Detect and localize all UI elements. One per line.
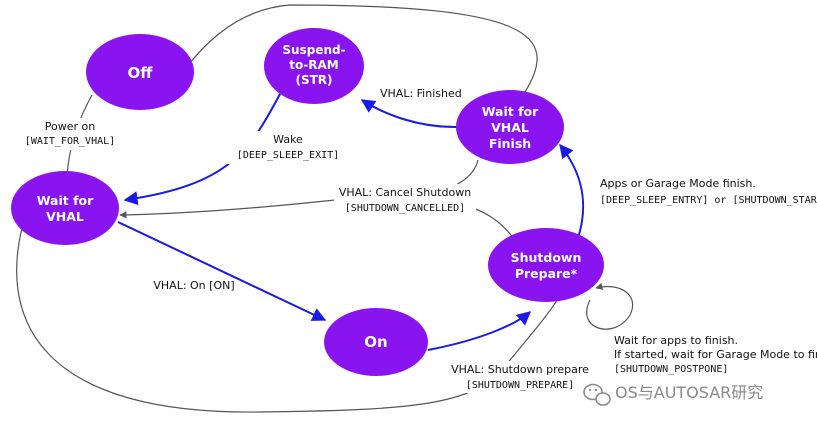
state-suspend-to-ram: Suspend-to-RAM(STR) [264, 28, 364, 104]
label-power-on: Power on [WAIT_FOR_VHAL] [14, 118, 122, 150]
edge-waitvhal-to-shutdown [16, 227, 563, 413]
svg-text:Power on: Power on [45, 120, 95, 133]
svg-text:If started, wait for Garage Mo: If started, wait for Garage Mode to fini… [614, 348, 817, 361]
watermark: OS与AUTOSAR研究 [583, 383, 763, 406]
svg-text:VHAL: Finished: VHAL: Finished [380, 87, 462, 100]
edge-finish-to-off [185, 4, 538, 93]
svg-text:On: On [364, 333, 387, 351]
svg-text:Apps or Garage Mode finish.: Apps or Garage Mode finish. [600, 177, 756, 190]
label-garage-finish: Apps or Garage Mode finish. [DEEP_SLEEP_… [600, 177, 817, 206]
wechat-icon [583, 383, 611, 406]
svg-text:[DEEP_SLEEP_EXIT]: [DEEP_SLEEP_EXIT] [237, 150, 339, 161]
label-cancel-shutdown: VHAL: Cancel Shutdown [SHUTDOWN_CANCELLE… [334, 184, 476, 218]
label-vhal-on: VHAL: On [ON] [153, 278, 235, 292]
svg-text:Off: Off [128, 64, 154, 82]
svg-text:VHAL: Cancel Shutdown: VHAL: Cancel Shutdown [339, 186, 471, 199]
edge-postpone-loop [586, 282, 634, 330]
svg-text:[SHUTDOWN_CANCELLED]: [SHUTDOWN_CANCELLED] [345, 203, 465, 214]
svg-text:VHAL: Shutdown prepare: VHAL: Shutdown prepare [451, 363, 589, 376]
watermark-text: OS与AUTOSAR研究 [615, 383, 763, 402]
svg-text:Wait for apps to finish.: Wait for apps to finish. [614, 334, 738, 347]
svg-text:[SHUTDOWN_POSTPONE]: [SHUTDOWN_POSTPONE] [614, 364, 728, 375]
svg-text:[SHUTDOWN_PREPARE]: [SHUTDOWN_PREPARE] [466, 380, 574, 391]
state-off: Off [86, 34, 194, 110]
edge-cancel [119, 199, 336, 219]
svg-text:Suspend-to-RAM(STR): Suspend-to-RAM(STR) [282, 43, 345, 87]
svg-text:[DEEP_SLEEP_ENTRY] or [SHUTDOW: [DEEP_SLEEP_ENTRY] or [SHUTDOWN_START] [600, 195, 817, 206]
svg-text:VHAL: On [ON]: VHAL: On [ON] [153, 279, 234, 292]
edge-garage-finish [559, 143, 585, 239]
label-wake: Wake [DEEP_SLEEP_EXIT] [225, 131, 343, 164]
label-shutdown-prepare: VHAL: Shutdown prepare [SHUTDOWN_PREPARE… [451, 361, 589, 393]
edge-cancel-from-shutdown [469, 206, 516, 241]
svg-text:[WAIT_FOR_VHAL]: [WAIT_FOR_VHAL] [25, 136, 115, 147]
svg-text:Wake: Wake [273, 133, 303, 146]
edge-shutdown-prepare [427, 311, 532, 351]
label-shutdown-postpone: Wait for apps to finish. If started, wai… [614, 334, 817, 375]
edge-vhal-on [117, 221, 327, 321]
edge-finished [360, 99, 461, 129]
state-on: On [324, 308, 428, 376]
label-vhal-finished: VHAL: Finished [380, 87, 462, 100]
